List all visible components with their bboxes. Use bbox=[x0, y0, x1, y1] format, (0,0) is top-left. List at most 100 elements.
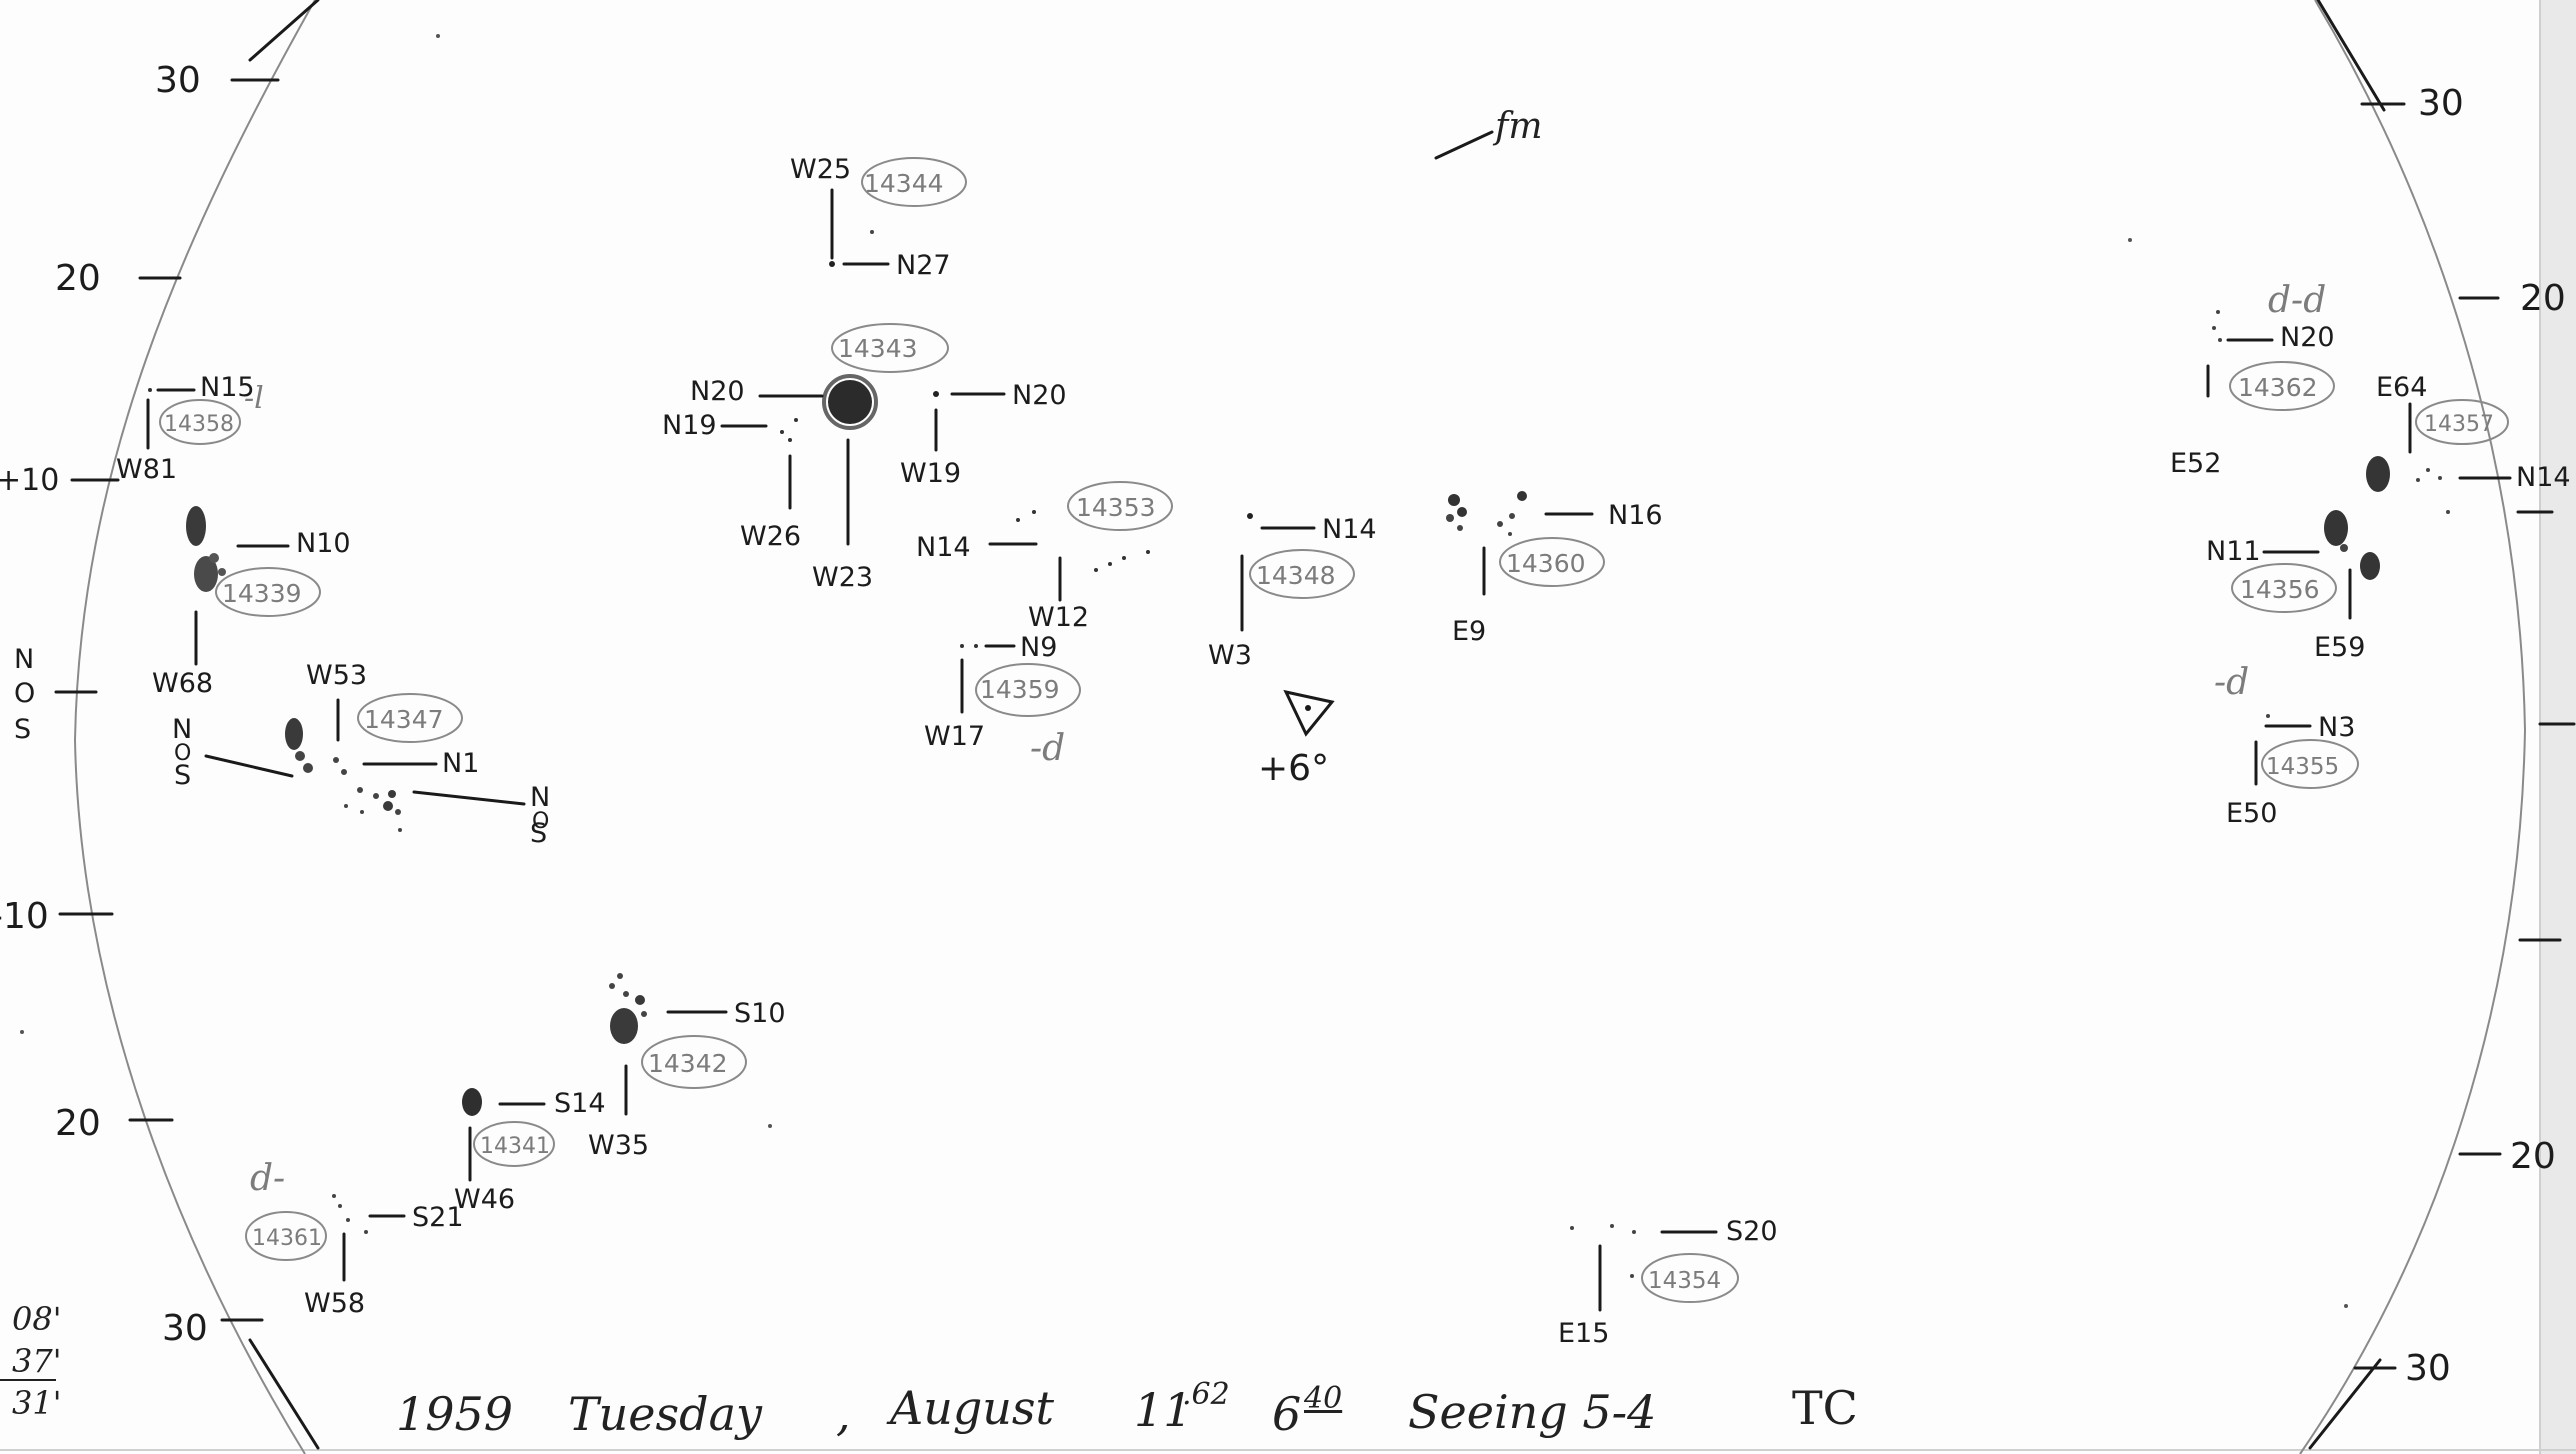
time-notes: 08' 37' 31' bbox=[0, 1300, 62, 1422]
group-14348: N14 W3 14348 bbox=[1208, 513, 1377, 671]
region-number: 14341 bbox=[480, 1134, 550, 1159]
svg-text:,: , bbox=[836, 1387, 851, 1441]
equator-marks: N O S N O S bbox=[172, 714, 550, 849]
svg-text:31': 31' bbox=[12, 1384, 62, 1422]
scale-left-6: 30 bbox=[162, 1308, 208, 1349]
lat-label: N20 bbox=[2280, 322, 2335, 353]
group-14339: N10 14339 W68 bbox=[152, 506, 351, 699]
lon-label: E52 bbox=[2170, 448, 2221, 479]
lat-label: S20 bbox=[1726, 1216, 1778, 1247]
limb-ink-bottom-left bbox=[248, 1338, 320, 1450]
group-w26: N19 W26 bbox=[662, 410, 801, 552]
group-14347: W53 14347 N1 bbox=[204, 660, 526, 832]
limb-ink-top-right bbox=[2316, 0, 2386, 112]
lat-label: N14 bbox=[1322, 514, 1377, 545]
scale-right-3: 20 bbox=[2510, 1136, 2556, 1177]
initials-line bbox=[1434, 130, 1494, 160]
svg-text:O: O bbox=[174, 741, 191, 766]
svg-text:S: S bbox=[14, 714, 31, 745]
group-note: -d bbox=[2214, 662, 2249, 703]
svg-text:S: S bbox=[530, 818, 547, 849]
region-number: 14356 bbox=[2240, 575, 2320, 604]
lat-label: N16 bbox=[1608, 500, 1663, 531]
lon-label: E9 bbox=[1452, 616, 1486, 647]
svg-text:37': 37' bbox=[12, 1342, 62, 1380]
lon-label: W12 bbox=[1028, 602, 1089, 633]
region-number: 14357 bbox=[2424, 412, 2494, 437]
scale-left-4: -10 bbox=[0, 896, 49, 937]
region-number: 14339 bbox=[222, 579, 302, 608]
caption-month: August bbox=[886, 1381, 1055, 1435]
region-number: 14342 bbox=[648, 1049, 728, 1078]
region-number: 14359 bbox=[980, 675, 1060, 704]
initials: fm bbox=[1492, 106, 1542, 147]
group-14353: N14 14353 W12 bbox=[916, 481, 1173, 633]
region-number: 14344 bbox=[864, 169, 944, 198]
scale-left-5: 20 bbox=[55, 1103, 101, 1144]
lon-label: W81 bbox=[116, 454, 177, 485]
group-14354: S20 14354 E15 bbox=[1558, 1216, 1778, 1349]
svg-text:O: O bbox=[532, 809, 549, 834]
group-14344: W25 N27 14344 bbox=[790, 154, 967, 281]
lon-label: W23 bbox=[812, 562, 873, 593]
lat-label: S10 bbox=[734, 998, 786, 1029]
scale-left-1: 30 bbox=[155, 60, 201, 101]
lat-label: N19 bbox=[662, 410, 717, 441]
region-number: 14355 bbox=[2266, 754, 2339, 780]
caption-day: 11 bbox=[1134, 1383, 1193, 1437]
svg-text:N: N bbox=[172, 714, 192, 745]
group-note: -d bbox=[1030, 728, 1065, 769]
lat-label: S14 bbox=[554, 1088, 606, 1119]
caption-observer: TC bbox=[1792, 1381, 1858, 1435]
svg-text:O: O bbox=[14, 678, 35, 709]
region-number: 14362 bbox=[2238, 373, 2318, 402]
lat-label: S21 bbox=[412, 1202, 464, 1233]
lon-label: W35 bbox=[588, 1130, 649, 1161]
lon-label: W46 bbox=[454, 1184, 515, 1215]
lat-label: N15 bbox=[200, 372, 255, 403]
group-14343: 14343 N20 W23 bbox=[690, 323, 949, 593]
caption-hour: 6 bbox=[1272, 1387, 1301, 1441]
lat-label: N20 bbox=[1012, 380, 1067, 411]
lon-label: E59 bbox=[2314, 632, 2365, 663]
group-note: d-d bbox=[2268, 280, 2326, 321]
lat-label: N9 bbox=[1020, 632, 1057, 663]
region-number: 14353 bbox=[1076, 493, 1156, 522]
svg-text:N: N bbox=[14, 644, 34, 675]
lat-label: N3 bbox=[2318, 712, 2355, 743]
lon-label: W17 bbox=[924, 721, 985, 752]
svg-text:08': 08' bbox=[12, 1300, 62, 1338]
group-14342: S10 14342 W35 bbox=[588, 973, 786, 1161]
lon-label: E64 bbox=[2376, 372, 2427, 403]
lat-label: N1 bbox=[442, 748, 479, 779]
lat-label: N14 bbox=[916, 532, 971, 563]
svg-text:N: N bbox=[530, 782, 550, 813]
region-number: 14343 bbox=[838, 334, 918, 363]
group-14356: N11 14356 E59 bbox=[2206, 510, 2380, 663]
group-14357: E64 14357 N14 bbox=[2366, 372, 2571, 514]
sunspot-umbra bbox=[828, 380, 872, 424]
lon-label: E50 bbox=[2226, 798, 2277, 829]
caption-day-fraction: .62 bbox=[1182, 1377, 1230, 1412]
group-14360: N16 E9 14360 bbox=[1446, 491, 1663, 647]
lon-label: W19 bbox=[900, 458, 961, 489]
limb-ink-bottom-right bbox=[2308, 1358, 2382, 1450]
caption-weekday: Tuesday bbox=[568, 1387, 763, 1441]
group-note: d- bbox=[250, 1158, 285, 1199]
lon-label: W26 bbox=[740, 521, 801, 552]
group-14361: d- 14361 S21 W58 bbox=[245, 1158, 464, 1319]
region-number: 14360 bbox=[1506, 549, 1586, 578]
limb-ink-top-left bbox=[248, 0, 320, 62]
disk-center-marker: +6° bbox=[1258, 689, 1335, 789]
lon-label: W25 bbox=[790, 154, 851, 185]
lon-label: W68 bbox=[152, 668, 213, 699]
caption-minute: 40 bbox=[1303, 1381, 1342, 1416]
observation-caption: 1959 Tuesday , August 11 .62 6 40 Seeing… bbox=[396, 1377, 1858, 1441]
group-14355: -d N3 14355 E50 bbox=[2214, 662, 2359, 829]
group-note: -l bbox=[244, 381, 264, 416]
region-number: 14348 bbox=[1256, 561, 1336, 590]
lon-label: E15 bbox=[1558, 1318, 1609, 1349]
scale-left-3: +10 bbox=[0, 463, 59, 498]
lat-label: N11 bbox=[2206, 536, 2261, 567]
